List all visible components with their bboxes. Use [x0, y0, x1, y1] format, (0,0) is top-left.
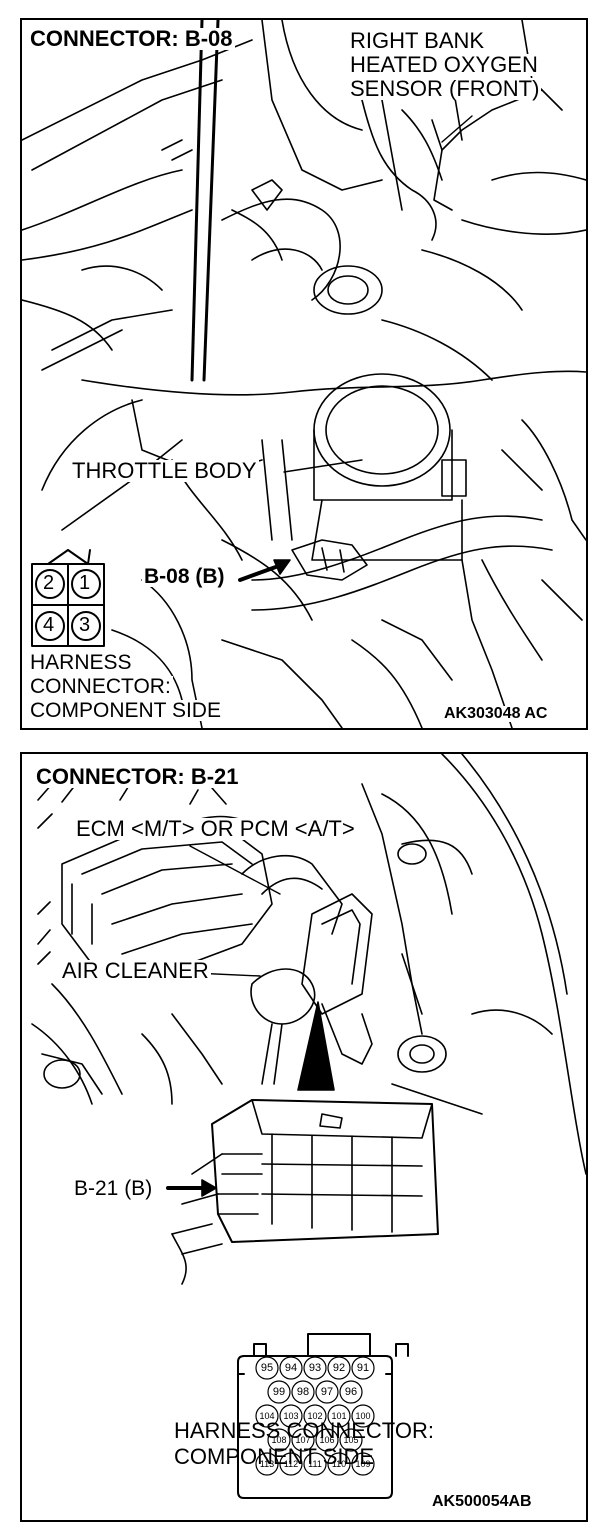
b21-pin-number: 94	[284, 1361, 298, 1374]
b08-harness-line3: COMPONENT SIDE	[28, 699, 223, 722]
b21-pin-circle	[279, 1404, 303, 1428]
b21-pin-circle	[267, 1380, 291, 1404]
b21-pin-circle	[327, 1404, 351, 1428]
b21-pin-number: 98	[296, 1385, 310, 1398]
b21-pin-number: 108	[271, 1434, 287, 1445]
b21-pin-circle	[351, 1404, 375, 1428]
b21-pin-face	[237, 1333, 409, 1499]
b21-pin-number: 111	[308, 1458, 322, 1469]
b21-pin-circle	[315, 1380, 339, 1404]
b21-pin-circle	[303, 1404, 327, 1428]
b21-pin-number: 109	[355, 1458, 371, 1469]
b21-harness-line1: HARNESS CONNECTOR:	[174, 1418, 434, 1443]
b08-pin-2: 2	[43, 572, 55, 594]
b08-pin-grid	[31, 549, 105, 647]
b21-pin-circle	[339, 1428, 363, 1452]
b21-pin-number: 95	[260, 1361, 274, 1374]
engine-bay-illustration-b08	[22, 20, 586, 728]
b21-pin-number: 102	[307, 1410, 323, 1421]
b21-pin-number: 107	[295, 1434, 311, 1445]
b21-pin-circle	[327, 1452, 351, 1476]
connector-b08-panel: 2 1 4 3 CONNECTOR: B-08 RIGHT BANK HEATE…	[20, 18, 588, 730]
b21-pin-circle	[339, 1380, 363, 1404]
b21-harness-line2: COMPONENT SIDE	[174, 1444, 375, 1469]
b21-pin-circle	[303, 1452, 327, 1476]
b21-pin-circle	[351, 1452, 375, 1476]
b21-pin-number: 96	[344, 1385, 358, 1398]
sensor-label-line1: RIGHT BANK	[348, 28, 487, 53]
b21-pin-circle	[255, 1452, 279, 1476]
b21-pin-number: 106	[319, 1434, 335, 1445]
b08-pointer-label: B-08 (B)	[142, 565, 227, 588]
b21-pin-number: 97	[320, 1385, 334, 1398]
b21-pin-circle	[255, 1356, 279, 1380]
sensor-label-line2: HEATED OXYGEN	[348, 52, 540, 77]
b08-figure-code: AK303048 AC	[442, 705, 550, 722]
b21-pin-number: 99	[272, 1385, 286, 1398]
b21-connector-title: CONNECTOR: B-21	[34, 764, 241, 789]
ecm-pcm-label: ECM <M/T> OR PCM <A/T>	[74, 816, 357, 841]
b21-pin-circle	[351, 1356, 375, 1380]
b21-pin-circles	[255, 1356, 375, 1476]
b08-connector-title: CONNECTOR: B-08	[28, 26, 235, 51]
throttle-body-label: THROTTLE BODY	[70, 458, 259, 483]
b21-pin-number: 100	[355, 1410, 371, 1421]
b21-pin-circle	[279, 1356, 303, 1380]
b21-pin-number: 101	[331, 1410, 347, 1421]
sensor-label-line3: SENSOR (FRONT)	[348, 76, 542, 101]
b21-figure-code: AK500054AB	[432, 1493, 532, 1510]
b08-harness-line1: HARNESS	[28, 651, 134, 674]
b21-pin-number: 104	[259, 1410, 275, 1421]
b08-pin-3: 3	[79, 614, 91, 636]
air-cleaner-label: AIR CLEANER	[60, 958, 211, 983]
connector-b21-panel: 95 94 93 92 91 99 98 97 96 104 103 102 101 100 108 107 1…	[20, 752, 588, 1522]
engine-bay-illustration-b21	[31, 754, 586, 1499]
b21-pin-number: 103	[283, 1410, 299, 1421]
b21-pin-number: 113	[259, 1458, 275, 1469]
b21-pin-number: 93	[308, 1361, 322, 1374]
b08-harness-line2: CONNECTOR:	[28, 675, 173, 698]
b21-pin-number: 105	[343, 1434, 359, 1445]
b21-pin-circle	[267, 1428, 291, 1452]
b21-pin-circle	[255, 1404, 279, 1428]
b08-pin-1: 1	[79, 572, 91, 594]
b21-pin-number: 110	[331, 1458, 347, 1469]
b21-pin-circle	[291, 1428, 315, 1452]
b21-pin-circle	[279, 1452, 303, 1476]
b21-pin-number: 91	[356, 1361, 370, 1374]
b21-pin-circle	[327, 1356, 351, 1380]
b21-pin-circle	[291, 1380, 315, 1404]
b21-pin-number: 92	[332, 1361, 346, 1374]
b21-pointer-label: B-21 (B)	[72, 1177, 155, 1200]
b21-pin-number: 112	[283, 1458, 299, 1469]
b21-pin-circle	[315, 1428, 339, 1452]
b08-pin-4: 4	[43, 614, 55, 636]
b21-pin-circle	[303, 1356, 327, 1380]
